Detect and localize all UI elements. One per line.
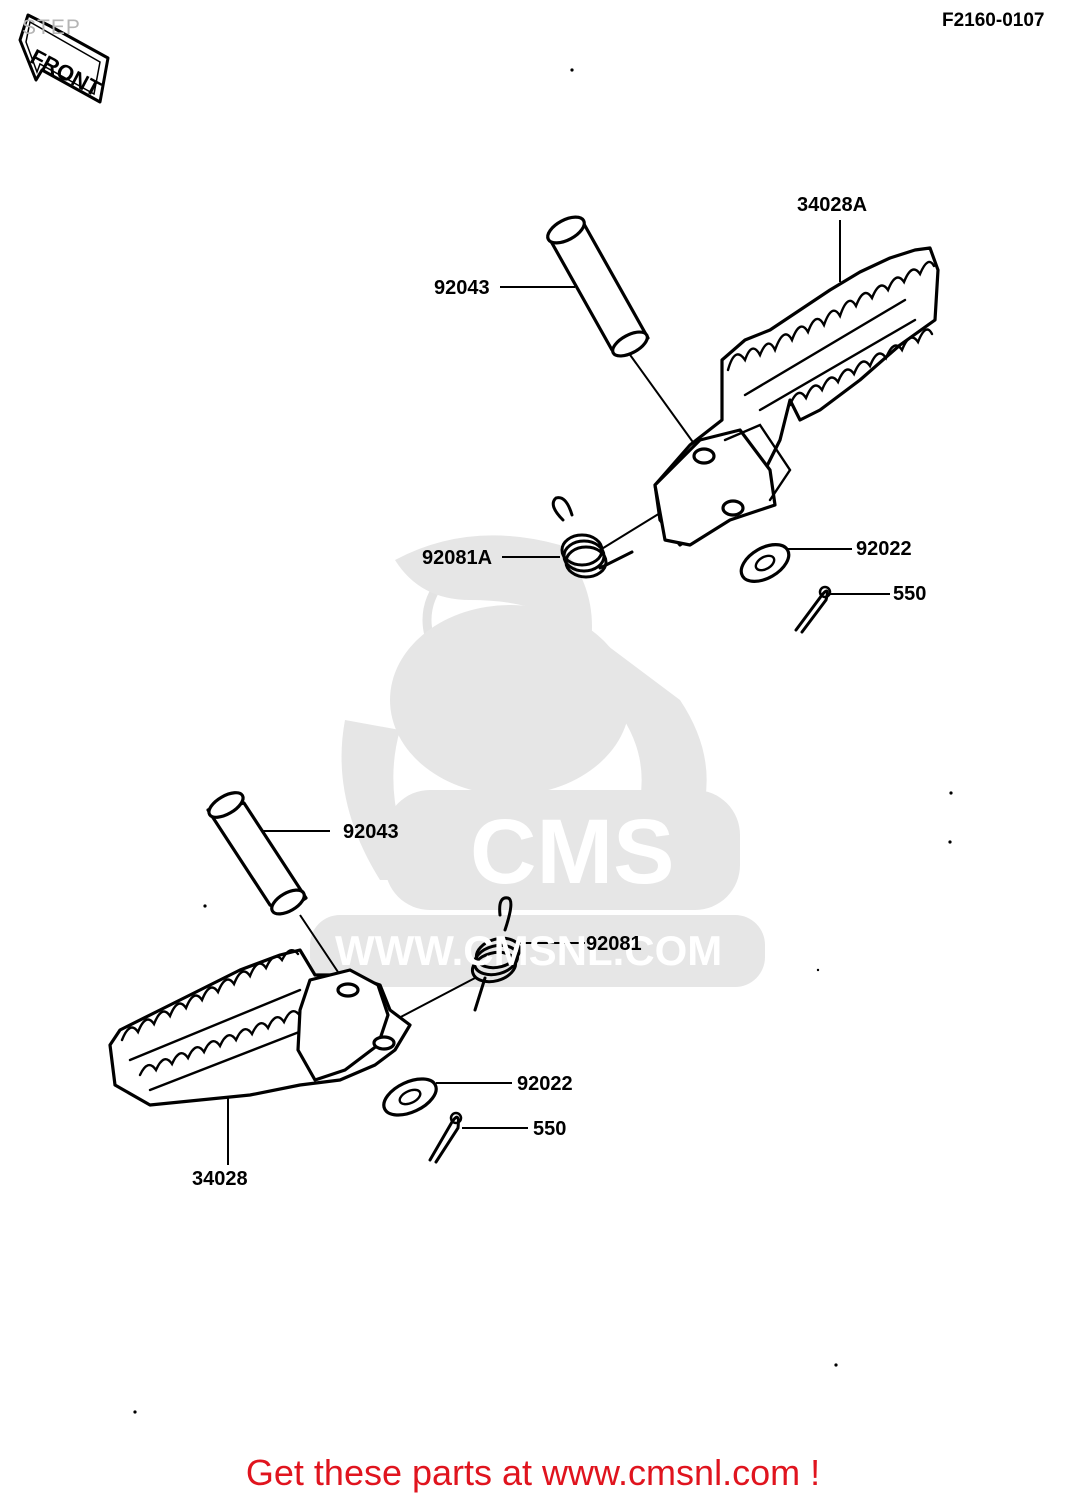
upper-pin-axis-line	[627, 351, 696, 446]
upper-footrest	[653, 246, 940, 547]
lower-spring-label: 92081	[586, 933, 642, 955]
diagram-reference-code: F2160-0107	[942, 10, 1045, 31]
watermark-collar	[600, 640, 707, 820]
upper-torsion-spring	[551, 496, 634, 579]
upper-cotter-pin	[794, 585, 832, 634]
lower-pin-label: 92043	[343, 821, 399, 843]
upper-washer-label: 92022	[856, 538, 912, 560]
front-arrow-icon	[18, 13, 110, 104]
watermark-plate	[385, 790, 740, 910]
upper-washer	[739, 543, 791, 583]
lower-pivot-pin	[206, 791, 308, 916]
lower-torsion-spring	[470, 896, 522, 1012]
lower-spring-axis-line	[394, 977, 476, 1021]
watermark-url-plate	[310, 915, 765, 987]
upper-pin-label: 92043	[434, 277, 490, 299]
upper-footrest-label: 34028A	[797, 194, 868, 216]
upper-spring-label: 92081A	[422, 547, 493, 569]
upper-cotter-pin-label: 550	[893, 583, 927, 605]
upper-spring-axis-line	[599, 509, 666, 551]
lower-pin-axis-line	[299, 914, 341, 976]
lower-washer	[382, 1077, 438, 1117]
lower-footrest	[108, 948, 412, 1107]
watermark-face	[390, 605, 630, 795]
lower-assembly	[108, 791, 585, 1165]
upper-assembly	[500, 215, 940, 634]
lower-cotter-pin	[428, 1111, 463, 1164]
watermark-url-text: WWW.CMSNL.COM	[335, 927, 723, 974]
watermark-cap	[395, 535, 592, 650]
lower-footrest-label: 34028	[192, 1168, 248, 1190]
scan-specks	[133, 68, 953, 1414]
footer-shop-link[interactable]: Get these parts at www.cmsnl.com !	[245, 1452, 821, 1493]
watermark-logo-text: CMS	[470, 801, 675, 903]
upper-pivot-pin	[546, 215, 650, 358]
lower-washer-label: 92022	[517, 1073, 573, 1095]
cms-watermark-logo	[310, 535, 765, 987]
lower-cotter-pin-label: 550	[533, 1118, 567, 1140]
page-title: STEP	[22, 16, 81, 39]
